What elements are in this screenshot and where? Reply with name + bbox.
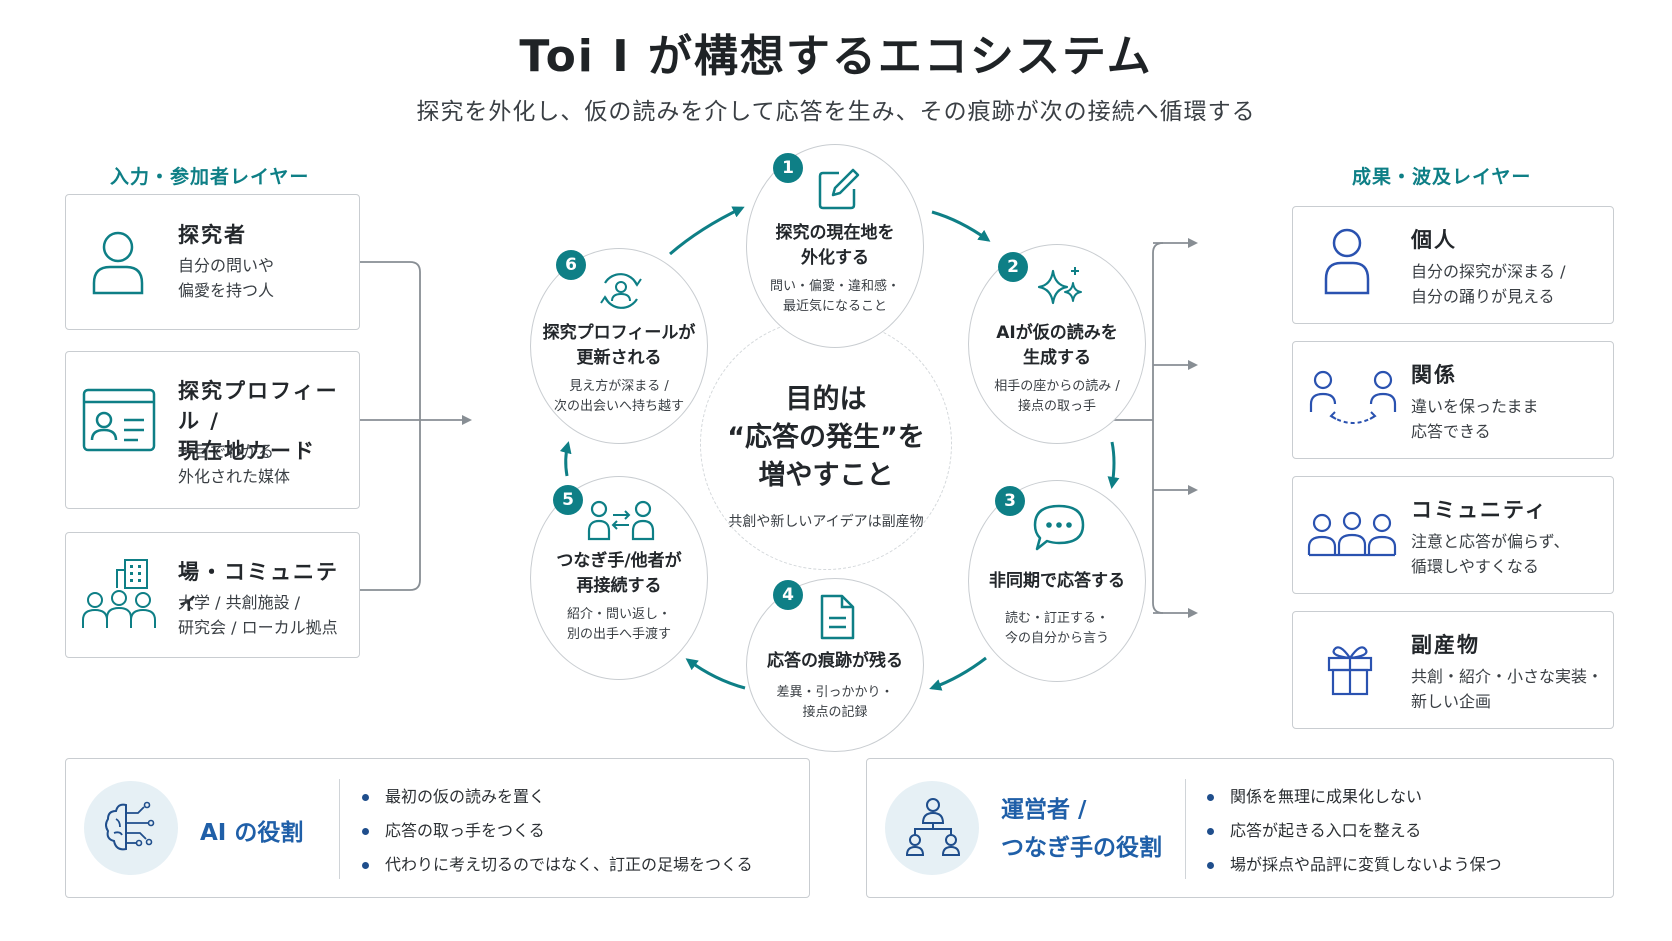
purpose-line: “応答の発生”を — [727, 422, 925, 453]
input-card-community: 場・コミュニティ 大学 / 共創施設 / 研究会 / ローカル拠点 — [65, 532, 360, 658]
step-number: 4 — [773, 580, 803, 610]
step-desc: 読む・訂正する・ 今の自分から言う — [1004, 611, 1109, 646]
cycle-arrow-1-2 — [931, 210, 991, 242]
input-layer-label: 入力・参加者レイヤー — [110, 166, 310, 188]
community-group-icon — [1307, 511, 1397, 557]
output-card-community: コミュニティ 注意と応答が偏らず、 循環しやすくなる — [1292, 476, 1614, 594]
relationship-icon — [1309, 370, 1397, 424]
ai-brain-icon — [105, 801, 155, 851]
role-title: AI の役割 — [200, 820, 304, 846]
cycle-arrow-5-6 — [559, 441, 572, 477]
input-card-explorer: 探究者 自分の問いや 偏愛を持つ人 — [65, 194, 360, 330]
step-desc: 問い・偏愛・違和感・ 最近気になること — [769, 279, 900, 314]
divider — [1185, 779, 1186, 879]
role-panel-ai: AI の役割 最初の仮の読みを置く 応答の取っ手をつくる 代わりに考え切るのでは… — [65, 758, 810, 898]
card-desc: 注意と応答が偏らず、 循環しやすくなる — [1411, 532, 1570, 576]
step-number: 1 — [773, 153, 803, 183]
purpose-line: 増やすこと — [758, 460, 894, 491]
sparkle-icon — [1037, 267, 1082, 305]
step-desc: 差異・引っかかり・ 接点の記録 — [776, 685, 894, 720]
role-item: 場が採点や品評に変質しないよう保つ — [1207, 851, 1502, 875]
ai-icon-badge — [84, 781, 178, 875]
cycle-step-1: 探究の現在地を 外化する 問い・偏愛・違和感・ 最近気になること — [746, 144, 924, 348]
cycle-arrow-4-5 — [685, 658, 746, 690]
chat-bubble-icon — [1033, 504, 1085, 551]
role-item: 関係を無理に成果化しない — [1207, 783, 1422, 807]
input-card-profile: 探究プロフィール / 現在地カード 一目でわかる 外化された媒体 — [65, 351, 360, 509]
card-title: 場・コミュニティ — [178, 560, 339, 614]
gift-icon — [1327, 646, 1373, 696]
step-number: 2 — [998, 252, 1028, 282]
output-card-relationship: 関係 違いを保ったまま 応答できる — [1292, 341, 1614, 459]
step-title: AIが仮の読みを 生成する — [996, 323, 1118, 368]
step-number: 5 — [553, 485, 583, 515]
card-desc: 違いを保ったまま 応答できる — [1411, 397, 1539, 441]
step-title: 探究の現在地を 外化する — [775, 223, 895, 268]
document-icon — [820, 594, 855, 640]
person-icon — [92, 231, 144, 295]
step-desc: 紹介・問い返し・ 別の出手へ手渡す — [566, 607, 671, 642]
purpose-line: 目的は — [785, 384, 867, 415]
role-item: 代わりに考え切るのではなく、訂正の足場をつくる — [362, 851, 753, 875]
cycle-arrow-2-3 — [1107, 441, 1120, 489]
cycle-step-6: 探究プロフィールが 更新される 見え方が深まる / 次の出会いへ持ち越す — [530, 248, 708, 444]
role-panel-operator: 運営者 / つなぎ手の役割 関係を無理に成果化しない 応答が起きる入口を整える … — [866, 758, 1614, 898]
page-subtitle: 探究を外化し、仮の読みを介して応答を生み、その痕跡が次の接続へ循環する — [416, 99, 1256, 125]
cycle-arrow-3-4 — [929, 656, 987, 691]
card-title: 探究者 — [178, 223, 247, 247]
role-item: 最初の仮の読みを置く — [362, 783, 545, 807]
step-number: 6 — [556, 250, 586, 280]
role-item: 応答が起きる入口を整える — [1207, 817, 1421, 841]
step-desc: 相手の座からの読み / 接点の取っ手 — [994, 379, 1120, 414]
refresh-user-icon — [600, 273, 642, 309]
cycle-step-3: 非同期で応答する 読む・訂正する・ 今の自分から言う — [968, 480, 1146, 682]
card-title: 副産物 — [1411, 633, 1480, 657]
card-title: 関係 — [1411, 363, 1457, 387]
card-title: 個人 — [1411, 228, 1457, 252]
card-desc: 大学 / 共創施設 / 研究会 / ローカル拠点 — [178, 593, 338, 637]
community-building-icon — [82, 559, 156, 628]
role-item: 応答の取っ手をつくる — [362, 817, 545, 841]
center-purpose: 目的は “応答の発生”を 増やすこと 共創や新しいアイデアは副産物 — [700, 318, 952, 570]
step-title: 応答の痕跡が残る — [767, 651, 903, 671]
card-desc: 自分の探究が深まる / 自分の踊りが見える — [1411, 262, 1566, 306]
individual-icon — [1324, 228, 1370, 295]
purpose-note: 共創や新しいアイデアは副産物 — [728, 514, 924, 530]
exchange-people-icon — [587, 500, 655, 541]
step-desc: 見え方が深まる / 次の出会いへ持ち越す — [553, 379, 684, 414]
step-title: つなぎ手/他者が 再接続する — [556, 551, 682, 596]
output-layer-label: 成果・波及レイヤー — [1352, 166, 1532, 188]
id-card-icon — [82, 388, 156, 452]
step-title: 非同期で応答する — [989, 571, 1125, 591]
card-desc: 共創・紹介・小さな実装・ 新しい企画 — [1411, 667, 1604, 711]
card-desc: 一目でわかる 外化された媒体 — [178, 442, 291, 486]
divider — [339, 779, 340, 879]
cycle-arrow-6-1 — [669, 206, 745, 256]
role-title: 運営者 / つなぎ手の役割 — [1001, 797, 1162, 861]
card-title: コミュニティ — [1411, 498, 1548, 522]
page-title: Toi I が構想するエコシステム — [519, 31, 1153, 82]
cycle-step-4: 応答の痕跡が残る 差異・引っかかり・ 接点の記録 — [746, 578, 924, 752]
cycle-step-2: AIが仮の読みを 生成する 相手の座からの読み / 接点の取っ手 — [968, 244, 1146, 444]
card-desc: 自分の問いや 偏愛を持つ人 — [178, 256, 275, 300]
output-card-byproduct: 副産物 共創・紹介・小さな実装・ 新しい企画 — [1292, 611, 1614, 729]
output-card-individual: 個人 自分の探究が深まる / 自分の踊りが見える — [1292, 206, 1614, 324]
card-title: 探究プロフィール / 現在地カード — [178, 379, 339, 463]
step-title: 探究プロフィールが 更新される — [542, 323, 696, 368]
step-number: 3 — [995, 486, 1025, 516]
hierarchy-people-icon — [905, 798, 961, 856]
pencil-edit-icon — [818, 168, 860, 210]
